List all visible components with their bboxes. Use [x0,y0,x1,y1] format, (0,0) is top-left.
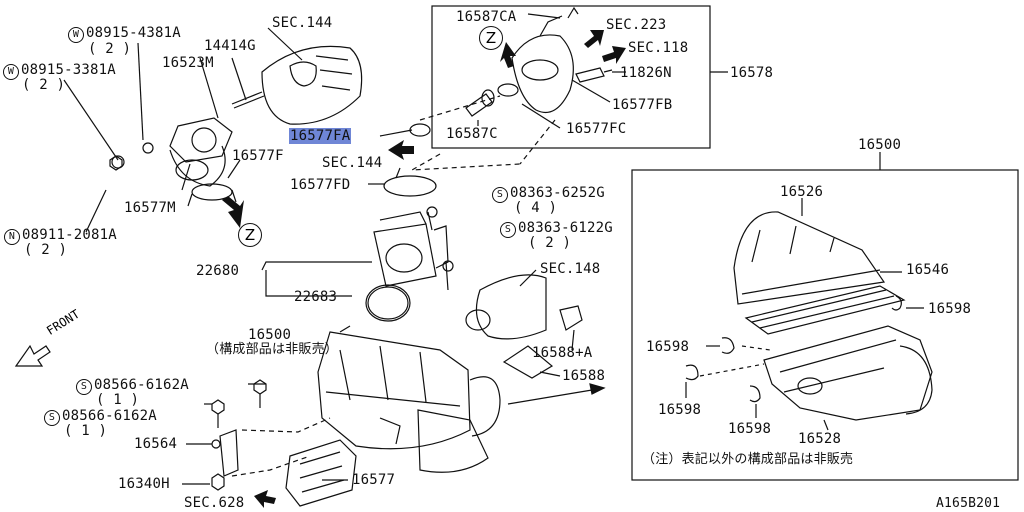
qty-label: ( 2 ) [528,235,572,251]
part-label-16526[interactable]: 16526 [780,184,824,200]
part-label-14414g[interactable]: 14414G [204,38,256,54]
qty-label: ( 2 ) [88,41,132,57]
section-ref-sec-223[interactable]: SEC.223 [606,17,667,33]
part-label-16564[interactable]: 16564 [134,436,178,452]
qty-label: ( 1 ) [96,392,140,408]
zone-z-marker-inset: Z [479,26,503,50]
section-ref-sec-144-top[interactable]: SEC.144 [272,15,333,31]
section-ref-sec-628[interactable]: SEC.628 [184,495,245,511]
part-label-16523m[interactable]: 16523M [162,55,214,71]
screw-symbol-icon: S [76,379,92,395]
part-label-16546[interactable]: 16546 [906,262,950,278]
screw-symbol-icon: S [44,410,60,426]
part-label-11826n[interactable]: 11826N [620,65,672,81]
section-ref-sec-148[interactable]: SEC.148 [540,261,601,277]
part-label-16577m[interactable]: 16577M [124,200,176,216]
qty-label: ( 2 ) [22,77,66,93]
arrow-sec-223 [584,30,604,48]
washer-symbol-icon: W [3,64,19,80]
arrow-sec-144 [388,140,414,160]
part-label-16578[interactable]: 16578 [730,65,774,81]
part-label-22680[interactable]: 22680 [196,263,240,279]
part-label-16528[interactable]: 16528 [798,431,842,447]
arrow-to-z-left [222,196,244,228]
part-label-16340h[interactable]: 16340H [118,476,170,492]
part-label-16587c[interactable]: 16587C [446,126,498,142]
qty-label: ( 2 ) [24,242,68,258]
not-sold-note: （構成部品は非販売） [206,342,339,357]
footnote-not-sold: （注）表記以外の構成部品は非販売 [642,452,854,467]
part-label-16598-bottom[interactable]: 16598 [728,421,772,437]
inset-box-16578 [431,5,711,149]
screw-symbol-icon: S [500,222,516,238]
qty-label: ( 1 ) [64,423,108,439]
inset-box-16500 [631,169,1019,481]
diagram-id: A165B201 [936,496,1001,511]
part-label-16577[interactable]: 16577 [352,472,396,488]
part-label-16577fa-highlighted[interactable]: 16577FA [289,128,352,144]
section-ref-sec-144-mid[interactable]: SEC.144 [322,155,383,171]
arrow-to-z-inset [500,42,516,68]
part-label-16588[interactable]: 16588 [562,368,606,384]
part-label-16577f[interactable]: 16577F [232,148,284,164]
part-label-16598-left-upper[interactable]: 16598 [646,339,690,355]
washer-symbol-icon: W [68,27,84,43]
arrow-sec-118 [602,46,626,64]
part-label-16500-main[interactable]: 16500 [248,327,292,343]
part-label-16588a[interactable]: 16588+A [532,345,593,361]
qty-label: ( 4 ) [514,200,558,216]
nut-symbol-icon: N [4,229,20,245]
screw-symbol-icon: S [492,187,508,203]
section-ref-sec-118[interactable]: SEC.118 [628,40,689,56]
part-label-16577fc[interactable]: 16577FC [566,121,627,137]
part-label-16577fb[interactable]: 16577FB [612,97,673,113]
part-label-16598-right[interactable]: 16598 [928,301,972,317]
arrow-sec-628 [254,490,276,508]
part-label-16500-assembly[interactable]: 16500 [858,137,902,153]
part-label-16587ca[interactable]: 16587CA [456,9,517,25]
zone-z-marker-left: Z [238,223,262,247]
part-label-16598-left-lower[interactable]: 16598 [658,402,702,418]
part-label-22683[interactable]: 22683 [294,289,338,305]
part-label-16577fd[interactable]: 16577FD [290,177,351,193]
